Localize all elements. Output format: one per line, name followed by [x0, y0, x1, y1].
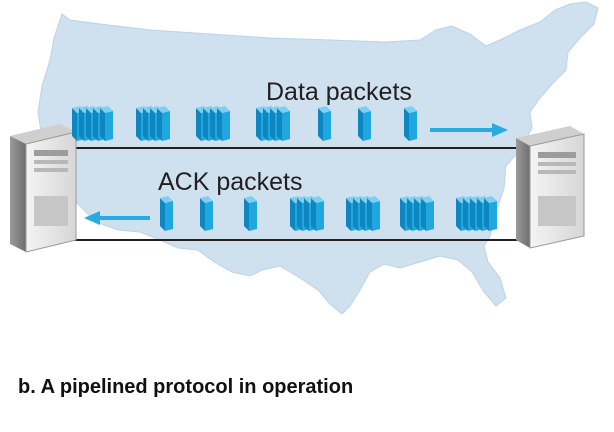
packet-group: [358, 106, 371, 141]
packet-group: [244, 196, 257, 231]
packet-icon: [160, 196, 173, 231]
packet-icon: [157, 106, 170, 141]
packet-icon: [318, 106, 331, 141]
arrow-left-icon: [84, 211, 150, 225]
data-packet-stream: [72, 106, 417, 141]
packet-group: [318, 106, 331, 141]
packet-icon: [421, 196, 434, 231]
packet-group: [72, 106, 113, 141]
packet-group: [456, 196, 497, 231]
packet-icon: [484, 196, 497, 231]
packet-icon: [217, 106, 230, 141]
server-icon: [516, 126, 585, 249]
arrow-right-icon: [430, 123, 508, 137]
packet-icon: [277, 106, 290, 141]
packet-group: [196, 106, 230, 141]
packet-icon: [358, 106, 371, 141]
figure-caption: b. A pipelined protocol in operation: [18, 376, 354, 398]
data-packets-label: Data packets: [266, 78, 412, 106]
packet-group: [290, 196, 324, 231]
packet-group: [346, 196, 380, 231]
packet-group: [200, 196, 213, 231]
packet-group: [404, 106, 417, 141]
packet-group: [136, 106, 170, 141]
packet-icon: [100, 106, 113, 141]
packet-group: [256, 106, 290, 141]
packet-icon: [404, 106, 417, 141]
packet-icon: [200, 196, 213, 231]
us-map-background: [37, 1, 599, 315]
packet-icon: [367, 196, 380, 231]
packet-icon: [311, 196, 324, 231]
packet-icon: [244, 196, 257, 231]
packet-group: [160, 196, 173, 231]
server-icon: [10, 124, 77, 253]
ack-packets-label: ACK packets: [158, 168, 303, 196]
packet-group: [400, 196, 434, 231]
ack-packet-stream: [160, 196, 497, 231]
